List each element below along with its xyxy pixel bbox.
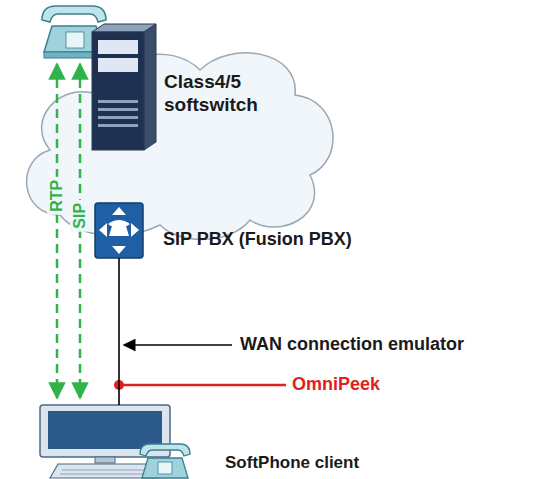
server-icon (92, 24, 156, 150)
label-holder: OmniPeek (292, 375, 380, 395)
node-label: SoftPhone client (225, 453, 359, 473)
client-node: SoftPhone client (35, 405, 175, 477)
protocol-label: SIP (70, 200, 90, 232)
phone-icon (140, 444, 190, 478)
node-label: Class4/5 softswitch (164, 71, 282, 117)
pbx-node: SIP PBX (Fusion PBX) (95, 203, 143, 258)
rtp-stream-arrow (56, 64, 59, 398)
tool-label: OmniPeek (292, 375, 380, 395)
network-link (118, 258, 120, 405)
label-holder: RTP (47, 177, 67, 215)
callout-label: WAN connection emulator (240, 335, 464, 355)
protocol-label: RTP (47, 177, 67, 215)
capture-leader-line (119, 384, 286, 387)
label-holder: SIP (70, 200, 90, 232)
label-holder: WAN connection emulator (240, 335, 464, 355)
server-node: Class4/5 softswitch (92, 25, 154, 150)
pbx-icon (95, 203, 143, 258)
node-label: SIP PBX (Fusion PBX) (163, 229, 352, 251)
network-cloud (27, 53, 333, 240)
callout-arrow (124, 344, 232, 346)
